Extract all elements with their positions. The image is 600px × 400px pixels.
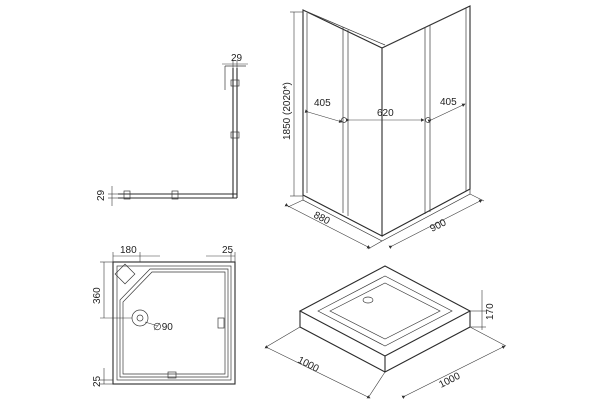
dim-height: 1850 (2020*) [282, 82, 293, 140]
dim-tray-right: 1000 [437, 371, 462, 391]
enclosure-view: 1850 (2020*) 405 620 405 880 900 [282, 5, 485, 250]
dim-25-left: 25 [92, 375, 103, 387]
tray-plan-view: ∅90 180 25 360 25 [92, 245, 236, 387]
dim-29-top: 29 [231, 53, 243, 64]
dim-180: 180 [120, 245, 137, 256]
dim-25-top: 25 [222, 245, 234, 256]
profile-top-view: 29 29 [96, 53, 248, 206]
dim-29-left: 29 [96, 189, 107, 201]
dim-door-left: 405 [314, 98, 331, 109]
dim-drain: ∅90 [153, 322, 173, 333]
dim-door-right: 405 [440, 97, 457, 108]
dim-360: 360 [92, 287, 103, 304]
tray-3d-view: 170 1000 1000 [264, 265, 507, 399]
dim-base-left: 880 [312, 210, 332, 228]
dim-base-right: 900 [428, 217, 448, 235]
dim-door-center: 620 [377, 108, 394, 119]
dim-tray-height: 170 [485, 303, 496, 320]
